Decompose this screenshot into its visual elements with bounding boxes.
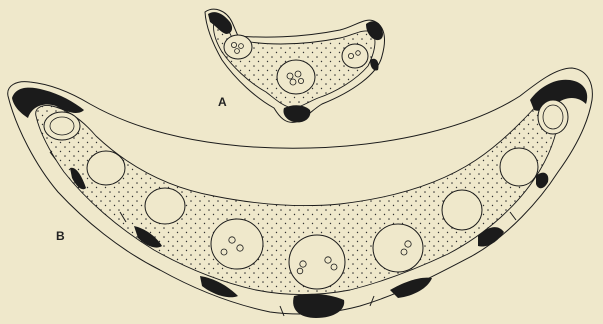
section-b-rim-notch [370, 296, 374, 306]
section-a [205, 9, 384, 122]
section-a-dark-patch-bottom [283, 105, 310, 122]
section-b-vesicle [373, 224, 423, 272]
section-b-dark-patch [536, 173, 548, 189]
section-b-vesicle [211, 219, 263, 269]
section-b-vesicle [500, 148, 538, 186]
figure-label-b: B [56, 230, 65, 242]
section-b-vesicle [442, 190, 482, 230]
section-b-dark-patch [293, 294, 344, 318]
section-b-rim-notch [510, 212, 516, 220]
section-b-vesicle [289, 235, 345, 289]
section-b-vesicle [87, 151, 125, 185]
figure-label-a: A [218, 96, 227, 108]
section-b-vesicle [145, 188, 185, 224]
section-b-rim-notch [280, 306, 284, 316]
section-a-vesicle-left [224, 35, 252, 59]
section-b-dark-patch [390, 278, 432, 298]
section-a-dark-patch-right-lower [370, 59, 379, 71]
section-a-vesicle-right [342, 44, 368, 68]
section-b-vesicle [44, 112, 80, 140]
section-a-vesicle-center [277, 60, 315, 94]
